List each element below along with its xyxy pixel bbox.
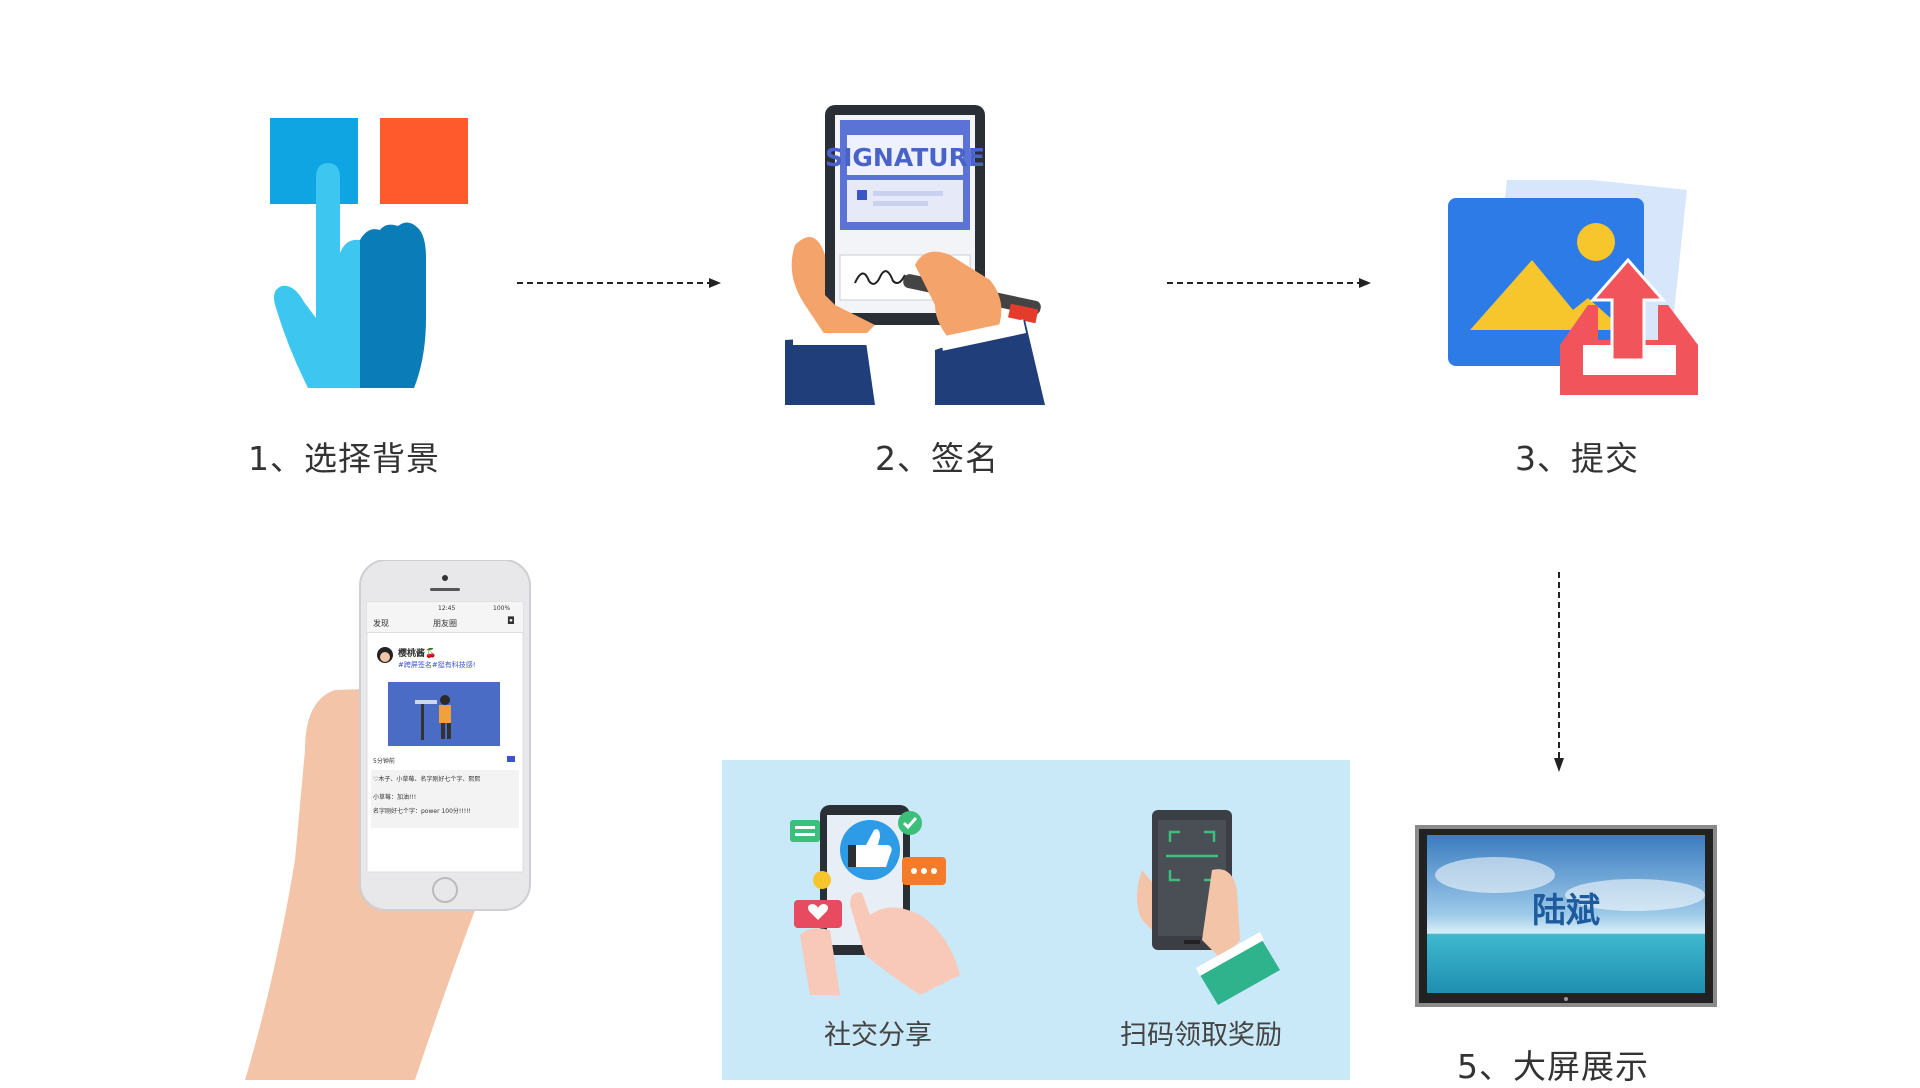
post-user-name: 樱桃酱🍒 <box>398 649 437 659</box>
post-comment: 名字刚好七个字：power 100分!!!!! <box>373 808 471 815</box>
hand-tap-icon <box>270 118 468 388</box>
step-3-label: 3、提交 <box>1515 439 1639 478</box>
phone-page-title: 朋友圈 <box>433 619 457 628</box>
post-time: 5分钟前 <box>373 758 395 765</box>
social-share-label: 社交分享 <box>824 1020 932 1051</box>
arrow-down-icon <box>1554 572 1564 772</box>
image-upload-icon <box>1448 171 1698 395</box>
big-screen-display: 陆斌 <box>1415 825 1717 1007</box>
phone-status-battery: 100% <box>493 605 511 612</box>
select-background-illustration <box>268 118 468 388</box>
rewards-panel: 社交分享 扫码领取奖励 <box>722 760 1350 1080</box>
post-likes: ♡木子、小草莓、名字刚好七个字、熙熙 <box>373 776 481 783</box>
post-text: #跨屏签名#挺有科技感! <box>398 661 476 669</box>
signing-tablet-illustration: SIGNATURE <box>785 105 1085 405</box>
step-5-label: 5、大屏展示 <box>1457 1047 1649 1086</box>
phone-in-hand-illustration: 12:45 100% 发现 朋友圈 ◘ 樱桃酱🍒 #跨屏签名#挺有科技感! 5分… <box>245 560 565 1080</box>
step-1-label: 1、选择背景 <box>248 439 440 478</box>
camera-icon[interactable]: ◘ <box>507 616 515 627</box>
scan-qr-icon <box>1137 810 1280 1005</box>
scan-reward-label: 扫码领取奖励 <box>1120 1020 1282 1051</box>
arrow-right-icon <box>517 278 721 288</box>
phone-status-time: 12:45 <box>438 605 456 612</box>
phone-back-link[interactable]: 发现 <box>373 619 389 628</box>
submit-illustration <box>1448 171 1718 400</box>
signature-word: SIGNATURE <box>825 143 985 172</box>
post-comment: 小草莓：加油!!! <box>373 794 417 801</box>
arrow-right-icon <box>1167 278 1371 288</box>
step-2-label: 2、签名 <box>875 439 999 478</box>
social-share-icon <box>790 805 960 995</box>
signature-display-text: 陆斌 <box>1532 891 1600 931</box>
